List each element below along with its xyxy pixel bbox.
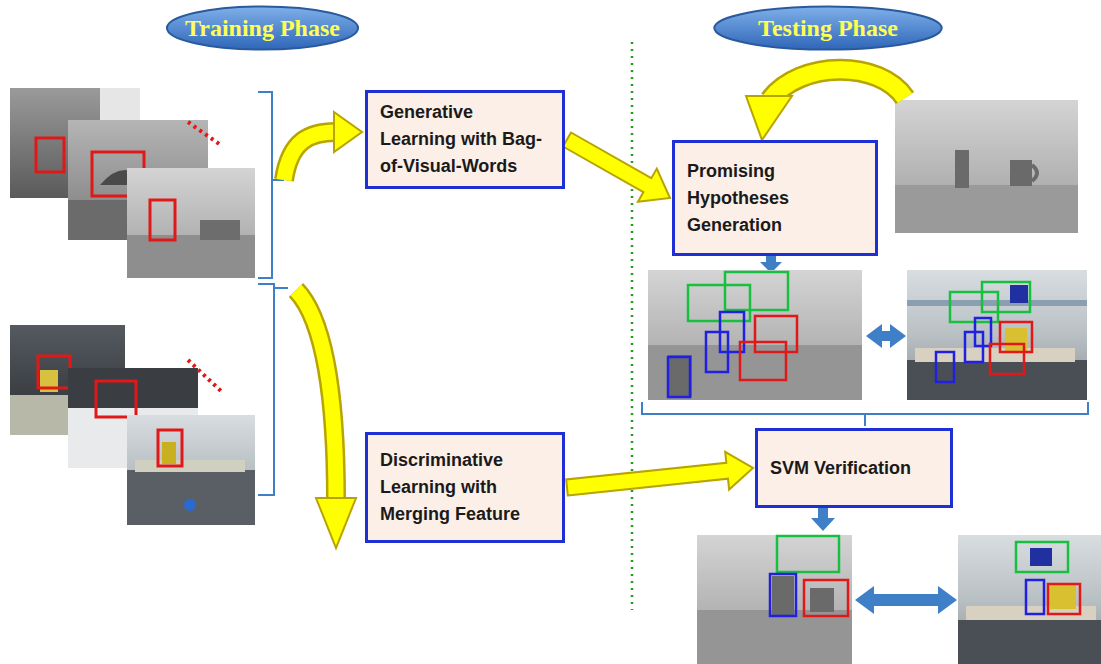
box-text: Promising Hypotheses Generation <box>687 158 863 239</box>
bracket <box>642 402 1088 426</box>
process-box: SVM Verification <box>755 428 953 508</box>
bracket <box>258 92 284 278</box>
phase-title: Testing Phase <box>758 15 898 42</box>
rgb-image-stack <box>10 325 255 525</box>
verified-rgb-image <box>958 535 1101 664</box>
box-text: Discriminative Learning with Merging Fea… <box>380 447 550 528</box>
flow-arrow <box>296 290 356 548</box>
depth-image-stack <box>10 88 255 278</box>
process-box: Promising Hypotheses Generation <box>672 140 878 256</box>
box-text: Generative Learning with Bag-of-Visual-W… <box>380 99 550 180</box>
phase-label: Testing Phase <box>712 5 944 51</box>
phase-separator <box>631 42 634 610</box>
phase-title: Training Phase <box>185 15 340 42</box>
flow-arrow <box>746 70 905 140</box>
hypotheses-depth-image <box>648 270 862 400</box>
process-box: Discriminative Learning with Merging Fea… <box>365 432 565 543</box>
flow-arrow <box>563 133 670 202</box>
down-arrow <box>811 508 835 531</box>
double-arrow <box>866 324 906 348</box>
flow-arrow <box>284 112 362 180</box>
bracket <box>258 284 288 495</box>
hypotheses-rgb-image <box>907 270 1087 400</box>
test-depth-image <box>895 100 1078 233</box>
verified-depth-image <box>697 535 852 664</box>
box-text: SVM Verification <box>770 455 911 482</box>
phase-label: Training Phase <box>165 5 360 51</box>
flow-arrow <box>566 452 753 496</box>
double-arrow <box>855 586 957 614</box>
process-box: Generative Learning with Bag-of-Visual-W… <box>365 90 565 189</box>
